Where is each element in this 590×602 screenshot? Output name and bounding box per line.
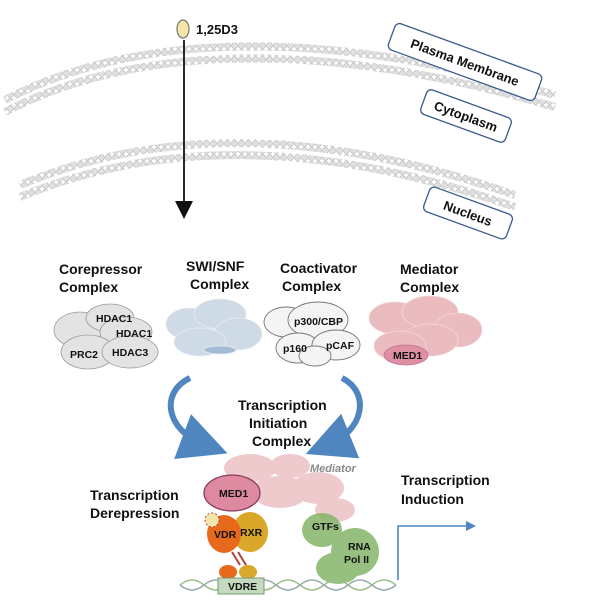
mediator-complex (368, 295, 483, 366)
coactivator-heading: Coactivator Complex (280, 260, 358, 294)
svg-text:HDAC1: HDAC1 (96, 313, 132, 325)
ligand-icon (176, 19, 190, 39)
svg-text:Initiation: Initiation (249, 415, 307, 431)
dna-binding-domains (219, 551, 257, 579)
dna-helix (179, 579, 397, 591)
corepressor-member-labels: HDAC1 HDAC1 PRC2 HDAC3 (70, 313, 152, 361)
mediator-heading: Mediator Complex (400, 261, 459, 295)
svg-text:PRC2: PRC2 (70, 349, 98, 361)
svg-text:Transcription: Transcription (238, 397, 327, 413)
svg-text:Transcription: Transcription (401, 472, 490, 488)
ligand: 1,25D3 (176, 19, 238, 39)
svg-text:VDR: VDR (214, 529, 237, 541)
svg-text:Corepressor: Corepressor (59, 261, 143, 277)
pol-ii-label: Pol II (344, 554, 369, 566)
svg-text:pCAF: pCAF (326, 340, 355, 352)
svg-text:p160: p160 (283, 343, 307, 355)
med1-subunit (203, 474, 261, 512)
coactivator-member-labels: p300/CBP p160 pCAF (283, 316, 355, 355)
svg-text:Coactivator: Coactivator (280, 260, 358, 276)
ligand-label: 1,25D3 (196, 22, 238, 37)
svg-text:Complex: Complex (59, 279, 118, 295)
corepressor-complex (53, 303, 159, 370)
initiation-complex-label: Transcription Initiation Complex (238, 397, 327, 449)
induction-arrow (397, 525, 466, 580)
svg-text:Mediator: Mediator (400, 261, 459, 277)
swi-snf-heading: SWI/SNF Complex (186, 258, 249, 292)
corepressor-heading: Corepressor Complex (59, 261, 143, 295)
left-curved-arrow (167, 375, 228, 460)
vdre-box (217, 577, 265, 595)
svg-text:Derepression: Derepression (90, 505, 179, 521)
svg-text:HDAC3: HDAC3 (112, 347, 148, 359)
coactivator-complex (263, 301, 361, 367)
induction-arrow-head (466, 521, 476, 531)
svg-text:Complex: Complex (252, 433, 311, 449)
cytoplasm-tag: Cytoplasm (420, 89, 512, 143)
svg-text:Complex: Complex (190, 276, 249, 292)
svg-text:Complex: Complex (282, 278, 341, 294)
derepression-label: Transcription Derepression (90, 487, 179, 521)
mediator-med1-label: MED1 (393, 350, 422, 362)
gtfs-pol-ii (302, 513, 379, 584)
bound-ligand-icon (204, 512, 220, 528)
svg-text:SWI/SNF: SWI/SNF (186, 258, 245, 274)
svg-text:Induction: Induction (401, 491, 464, 507)
svg-text:p300/CBP: p300/CBP (294, 316, 343, 328)
svg-text:RXR: RXR (240, 527, 263, 539)
induction-label: Transcription Induction (401, 472, 490, 507)
svg-text:Complex: Complex (400, 279, 459, 295)
gtfs-label: GTFs (312, 521, 339, 533)
svg-text:Transcription: Transcription (90, 487, 179, 503)
swi-snf-complex (165, 298, 263, 357)
vdre-label: VDRE (228, 581, 257, 593)
rna-label: RNA (348, 541, 371, 553)
right-curved-arrow (305, 375, 363, 459)
svg-text:MED1: MED1 (219, 488, 248, 500)
rxr-subunit (232, 512, 268, 552)
svg-text:HDAC1: HDAC1 (116, 328, 152, 340)
assembled-mediator-label: Mediator (310, 463, 357, 475)
nuclear-envelope (18, 139, 517, 211)
